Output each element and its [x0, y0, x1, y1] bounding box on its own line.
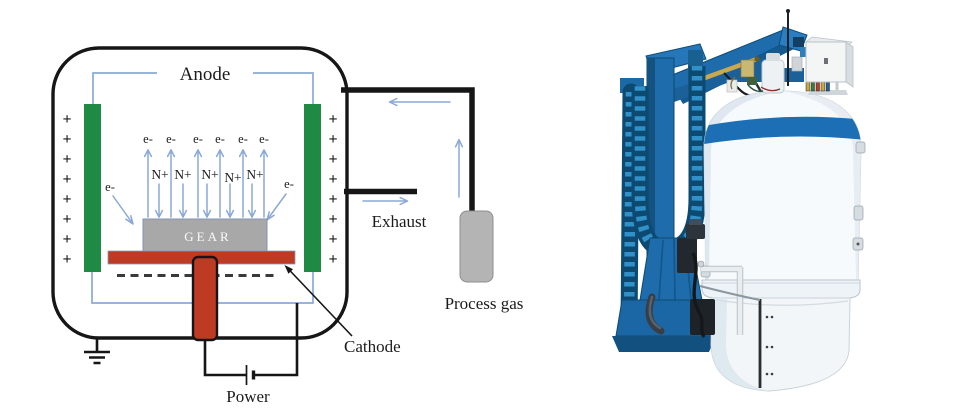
electron-row: e- e- e- e- e- e- — [143, 132, 269, 146]
pedestal-base — [612, 237, 716, 352]
gas-inlet-pipe — [341, 87, 475, 211]
gear-workpiece — [142, 218, 268, 252]
power-label: Power — [226, 387, 270, 406]
gas-flow-arrows — [362, 97, 464, 206]
ion-down-arrows — [154, 183, 257, 218]
plus-symbol: + — [328, 111, 337, 128]
cathode-label: Cathode — [344, 337, 401, 356]
plasma-nitriding-schematic: + + + + + + + + + + + + + + + + e- e- e-… — [51, 46, 524, 406]
left-electrode — [84, 104, 101, 272]
cathode-pointer-arrowhead — [284, 265, 293, 274]
plus-symbol: + — [328, 251, 337, 268]
ion-label: N+ — [201, 167, 218, 182]
ion-label: N+ — [174, 167, 191, 182]
electron-label: e- — [259, 132, 269, 146]
ion-label: N+ — [151, 167, 168, 182]
electron-label: e- — [143, 132, 153, 146]
ion-row: N+ N+ N+ N+ N+ — [151, 167, 263, 185]
electron-label: e- — [284, 177, 294, 191]
terminal-wires — [805, 81, 830, 92]
anode-label: Anode — [180, 64, 231, 85]
plus-symbol: + — [62, 111, 71, 128]
right-electrode — [304, 104, 321, 272]
door-bolts — [765, 315, 774, 376]
power-wire — [203, 303, 299, 377]
exhaust-label: Exhaust — [372, 212, 427, 231]
plus-column-right: + + + + + + + + — [328, 111, 337, 268]
top-fittings — [726, 9, 812, 94]
vessel-blue-band — [704, 116, 861, 145]
electron-diagonal-arrow — [112, 195, 134, 225]
plus-symbol: + — [328, 131, 337, 148]
electron-label: e- — [105, 180, 115, 194]
plus-symbol: + — [328, 191, 337, 208]
ion-label: N+ — [246, 167, 263, 182]
electron-label: e- — [193, 132, 203, 146]
gas-inlet-flow-arrow — [388, 97, 451, 107]
plus-symbol: + — [62, 251, 71, 268]
control-box — [805, 36, 854, 95]
exhaust-flow-arrow — [362, 196, 409, 206]
cathode-stem — [191, 255, 219, 342]
plus-symbol: + — [62, 231, 71, 248]
plus-symbol: + — [328, 231, 337, 248]
plus-symbol: + — [62, 151, 71, 168]
furnace-photo — [612, 9, 866, 392]
electron-up-arrows — [143, 149, 269, 218]
gas-riser-flow-arrow — [454, 138, 464, 198]
plus-symbol: + — [62, 171, 71, 188]
vessel-body — [700, 90, 866, 392]
cathode-pointer-line — [285, 265, 353, 337]
plus-symbol: + — [62, 211, 71, 228]
plus-column-left: + + + + + + + + — [62, 111, 71, 268]
gear-label: GEAR — [184, 229, 231, 244]
plus-symbol: + — [62, 191, 71, 208]
gas-cylinder — [459, 210, 494, 283]
plus-symbol: + — [328, 211, 337, 228]
front-mechanism — [677, 219, 761, 338]
ion-label: N+ — [224, 170, 241, 185]
electron-label: e- — [238, 132, 248, 146]
electron-label: e- — [166, 132, 176, 146]
plus-symbol: + — [328, 151, 337, 168]
electron-label: e- — [215, 132, 225, 146]
process-gas-label: Process gas — [445, 294, 524, 313]
ground-symbol — [84, 337, 110, 365]
battery-symbol — [245, 365, 256, 385]
plus-symbol: + — [328, 171, 337, 188]
plus-symbol: + — [62, 131, 71, 148]
